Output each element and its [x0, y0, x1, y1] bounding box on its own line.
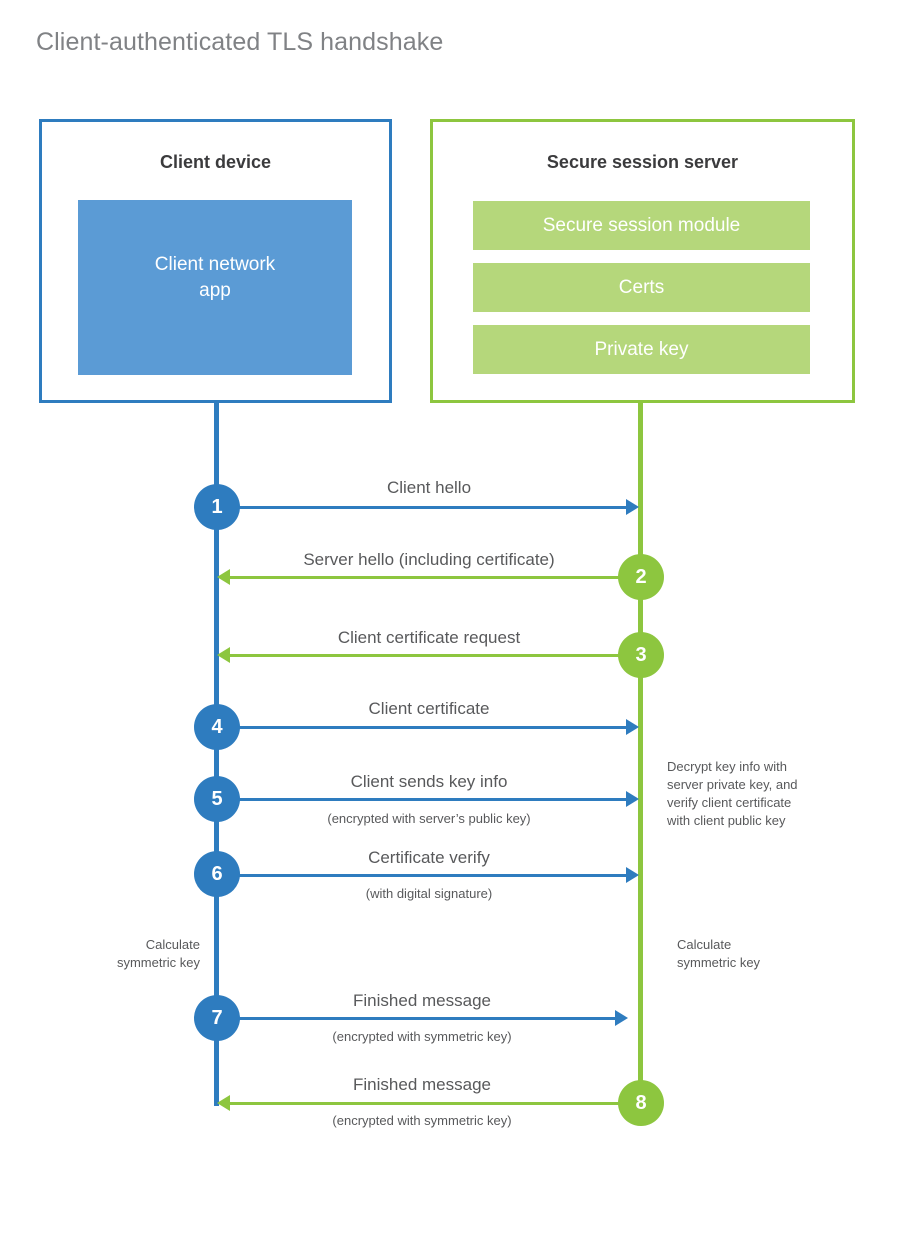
step-badge-4: 4	[194, 704, 240, 750]
step-badge-1: 1	[194, 484, 240, 530]
step-badge-7: 7	[194, 995, 240, 1041]
secure-session-server-title: Secure session server	[546, 152, 739, 172]
arrowhead-left-icon	[217, 647, 230, 663]
server-component-bar	[473, 263, 810, 312]
message-sublabel-6: (with digital signature)	[365, 886, 493, 901]
step-badge-2: 2	[618, 554, 664, 600]
arrowhead-right-icon	[626, 719, 639, 735]
arrowhead-left-icon	[217, 569, 230, 585]
server-component-bar	[473, 325, 810, 374]
message-arrow-7	[217, 1017, 617, 1020]
message-arrow-5	[217, 798, 628, 801]
client-network-app-label-line2: app	[199, 280, 231, 301]
client-device-title: Client device	[159, 152, 272, 172]
note-client-calculate-line2: symmetric key	[116, 955, 200, 970]
message-label-7: Finished message	[353, 991, 491, 1010]
server-component-label-certs: Certs	[618, 277, 665, 298]
arrowhead-right-icon	[626, 867, 639, 883]
message-label-6: Certificate verify	[368, 848, 490, 867]
arrowhead-left-icon	[217, 1095, 230, 1111]
server-component-bar	[473, 201, 810, 250]
message-arrow-6	[217, 874, 628, 877]
note-server-decrypt-line1: Decrypt key info with	[667, 759, 787, 774]
message-arrow-4	[217, 726, 628, 729]
client-network-app-label-line1: Client network	[154, 254, 276, 275]
message-sublabel-7: (encrypted with symmetric key)	[332, 1029, 512, 1044]
client-lifeline	[214, 402, 219, 1106]
note-server-calculate-line1: Calculate	[677, 937, 732, 952]
note-server-decrypt-line4: with client public key	[667, 813, 786, 828]
message-label-2: Server hello (including certificate)	[303, 550, 555, 569]
note-server-decrypt: Decrypt key info with server private key…	[667, 758, 847, 830]
message-label-4: Client certificate	[368, 699, 490, 718]
client-network-app-label: Client network app	[78, 252, 352, 304]
message-label-5: Client sends key info	[350, 772, 508, 791]
message-arrow-1	[217, 506, 628, 509]
message-sublabel-8: (encrypted with symmetric key)	[332, 1113, 512, 1128]
message-arrow-3	[230, 654, 641, 657]
server-component-label-private-key: Private key	[594, 339, 689, 360]
step-badge-8: 8	[618, 1080, 664, 1126]
page-title: Client-authenticated TLS handshake	[36, 28, 444, 56]
note-client-calculate-line1: Calculate	[145, 937, 200, 952]
client-network-app-rect	[78, 200, 352, 375]
note-server-decrypt-line3: verify client certificate	[667, 795, 792, 810]
message-sublabel-5: (encrypted with server’s public key)	[327, 811, 531, 826]
message-label-8: Finished message	[353, 1075, 491, 1094]
note-server-decrypt-line2: server private key, and	[667, 777, 798, 792]
step-badge-3: 3	[618, 632, 664, 678]
note-server-calculate-symmetric-key: Calculate symmetric key	[677, 936, 857, 972]
message-arrow-2	[230, 576, 641, 579]
arrowhead-right-icon	[626, 499, 639, 515]
server-component-label-secure-session-module: Secure session module	[542, 215, 741, 236]
message-arrow-8	[230, 1102, 641, 1105]
step-badge-5: 5	[194, 776, 240, 822]
note-client-calculate-symmetric-key: Calculate symmetric key	[40, 936, 200, 972]
arrowhead-right-icon	[626, 791, 639, 807]
note-server-calculate-line2: symmetric key	[677, 955, 761, 970]
message-label-1: Client hello	[386, 478, 472, 497]
step-badge-6: 6	[194, 851, 240, 897]
server-lifeline	[638, 402, 643, 1105]
arrowhead-right-icon	[615, 1010, 628, 1026]
message-label-3: Client certificate request	[337, 628, 521, 647]
